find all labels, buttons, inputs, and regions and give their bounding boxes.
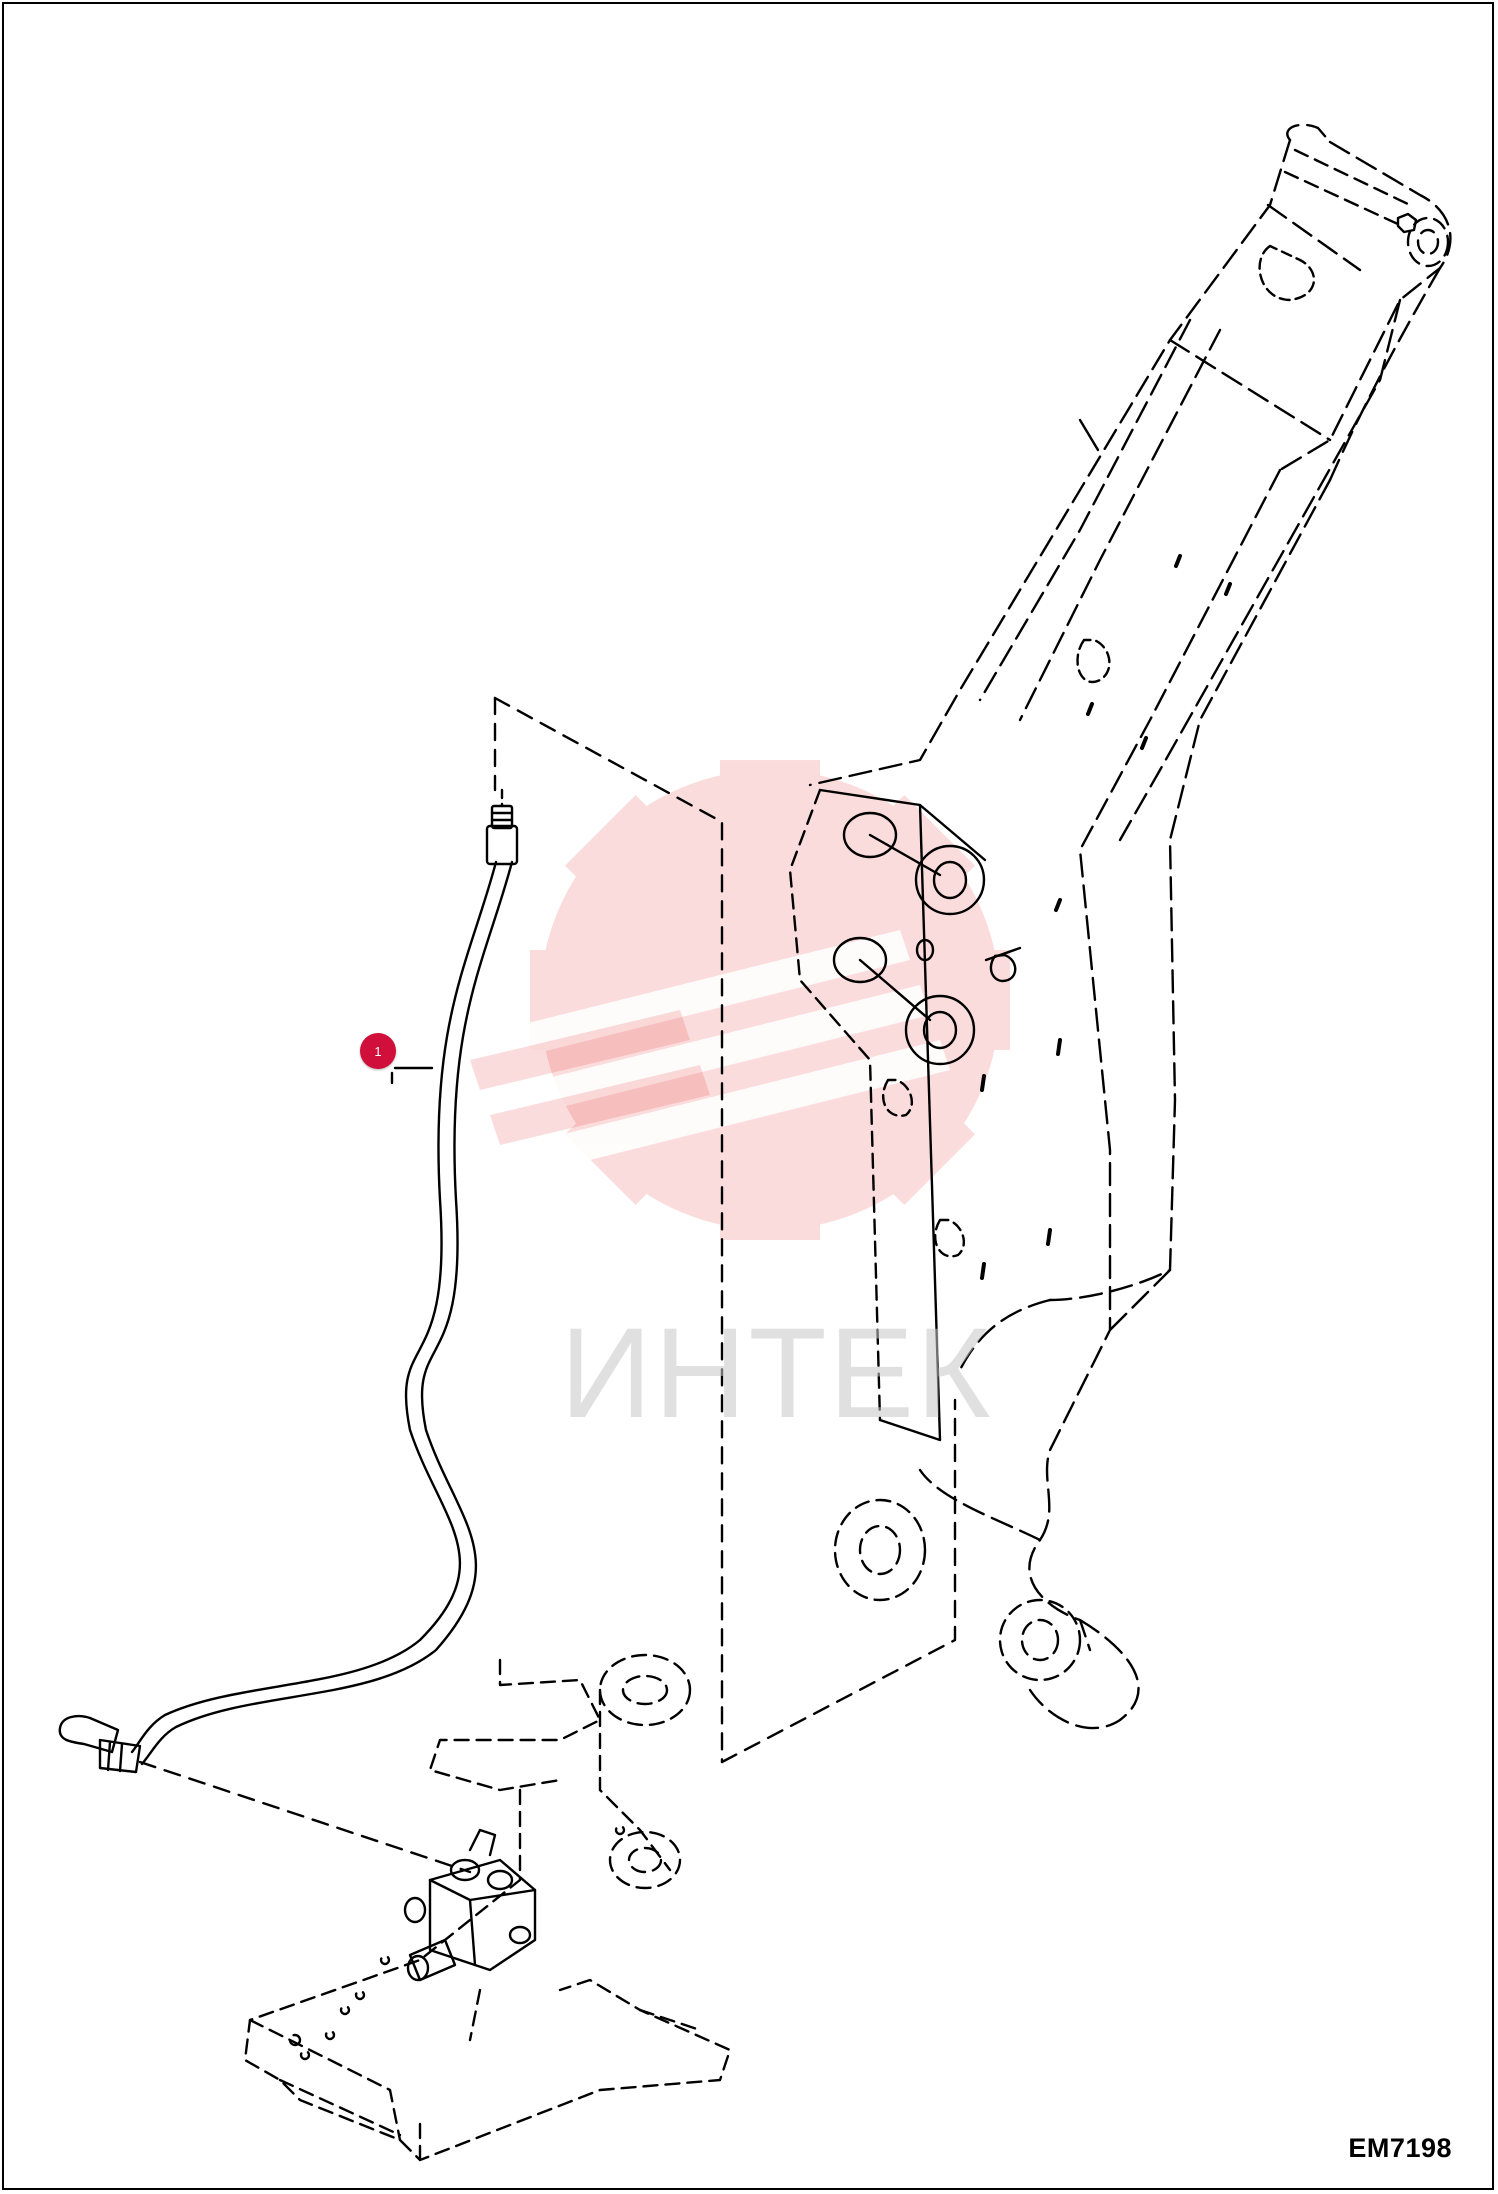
hose-top-fitting <box>485 788 519 866</box>
watermark-stripes-red <box>470 1010 710 1145</box>
boom-dash-marks <box>980 554 1232 1280</box>
boom-lower-clevis <box>833 1498 1082 1682</box>
watermark-gear-logo <box>530 760 1010 1240</box>
boom-bracket <box>788 788 1022 1442</box>
boom-outline <box>808 123 1452 1730</box>
control-valve <box>403 1828 537 1982</box>
boom-top-pivot <box>1283 148 1450 268</box>
boom-top-bolt <box>1078 212 1418 452</box>
hose-to-valve-dashline <box>138 1760 472 1874</box>
watermark-text: ИНТЕК <box>560 1302 993 1445</box>
boom-slot <box>882 244 1316 1258</box>
hydraulic-hose <box>130 860 514 1766</box>
hose-bottom-fitting <box>58 1714 142 1774</box>
drawing-code: EM7198 <box>1348 2133 1452 2163</box>
leader-line <box>390 1066 434 1085</box>
callout-1[interactable]: 1 <box>360 1033 396 1069</box>
dashed-reference-plane <box>493 696 957 1764</box>
swing-frame <box>243 1653 732 2162</box>
